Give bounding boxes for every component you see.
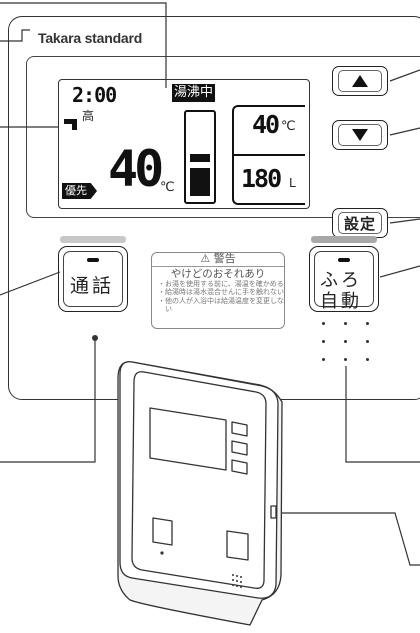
down-button[interactable]: [332, 120, 388, 150]
bath-volume-unit: L: [289, 176, 296, 190]
brand-logo: Takara standard: [38, 30, 143, 46]
level-label: 高: [82, 109, 95, 123]
clock-readout: 2:00: [72, 83, 117, 107]
warning-item: ・他の人が入浴中は給湯温度を変更しない: [158, 296, 284, 314]
auto-bath-indicator-bar: [311, 236, 377, 243]
auto-bath-button[interactable]: ふろ 自動: [309, 246, 379, 312]
remote-unit-drawing: [117, 361, 283, 626]
down-leader-line: [389, 127, 420, 136]
gauge-segment: [190, 154, 210, 162]
display-bezel: [26, 56, 420, 218]
status-badge: 湯沸中: [172, 84, 216, 102]
side-switch-leader-line: [276, 512, 420, 566]
warning-item: ・給湯時は湯水混合せんに手を触れない: [158, 288, 284, 297]
warning-item: ・お湯を使用する前に、湯温を確かめる: [158, 280, 284, 288]
water-level-gauge: [184, 110, 216, 204]
setting-button-label: 設定: [338, 212, 382, 234]
warning-header: ⚠ 警告: [152, 252, 284, 267]
call-button[interactable]: 通話: [58, 246, 128, 312]
call-indicator-bar: [60, 236, 126, 243]
device-screen: [149, 407, 227, 471]
up-button[interactable]: [332, 66, 388, 96]
warning-title: やけどのおそれあり: [170, 268, 266, 280]
auto-bath-label-line2: 自動: [320, 291, 362, 312]
gauge-segment: [190, 168, 210, 196]
setting-button[interactable]: 設定: [332, 208, 388, 238]
auto-bath-label-line1: ふろ: [320, 270, 362, 291]
auto-bath-indicator-lamp: [338, 258, 350, 262]
faucet-icon: [64, 119, 77, 130]
setting-leader-line: [389, 218, 420, 224]
microphone-hole: [92, 335, 98, 341]
up-leader-line: [389, 69, 420, 82]
call-indicator-lamp: [87, 258, 99, 262]
microphone-leader-line: [0, 341, 96, 463]
call-leader-line: [0, 271, 61, 296]
set-temperature-readout: 40: [108, 140, 164, 198]
auto-bath-leader-line: [379, 265, 420, 278]
triangle-up-icon: [352, 75, 368, 87]
triangle-down-icon: [352, 129, 368, 141]
call-button-label: 通話: [70, 275, 115, 297]
speaker-leader-line: [345, 366, 420, 463]
bath-volume-readout: 180: [241, 164, 282, 193]
brand-leader-line: [0, 29, 30, 42]
set-temperature-unit: ℃: [160, 180, 175, 195]
device-speaker-grille: [232, 574, 242, 588]
warning-list: ・お湯を使用する前に、湯温を確かめる ・給湯時は湯水混合せんに手を触れない ・他…: [158, 280, 284, 314]
device-mic-hole: [160, 551, 164, 555]
bath-temperature-readout: 40: [252, 110, 280, 139]
device-down-button: [231, 440, 248, 456]
device-setting-button: [231, 459, 248, 475]
device-call-button: [152, 517, 173, 546]
status-leader-line: [0, 2, 167, 88]
warning-label: [151, 252, 285, 329]
device-up-button: [231, 421, 248, 437]
bath-readout-divider: [232, 154, 305, 156]
device-auto-bath-button: [226, 530, 249, 561]
bath-temperature-unit: ℃: [281, 119, 296, 134]
priority-badge: 優先: [62, 183, 97, 199]
device-side-switch: [270, 505, 277, 519]
